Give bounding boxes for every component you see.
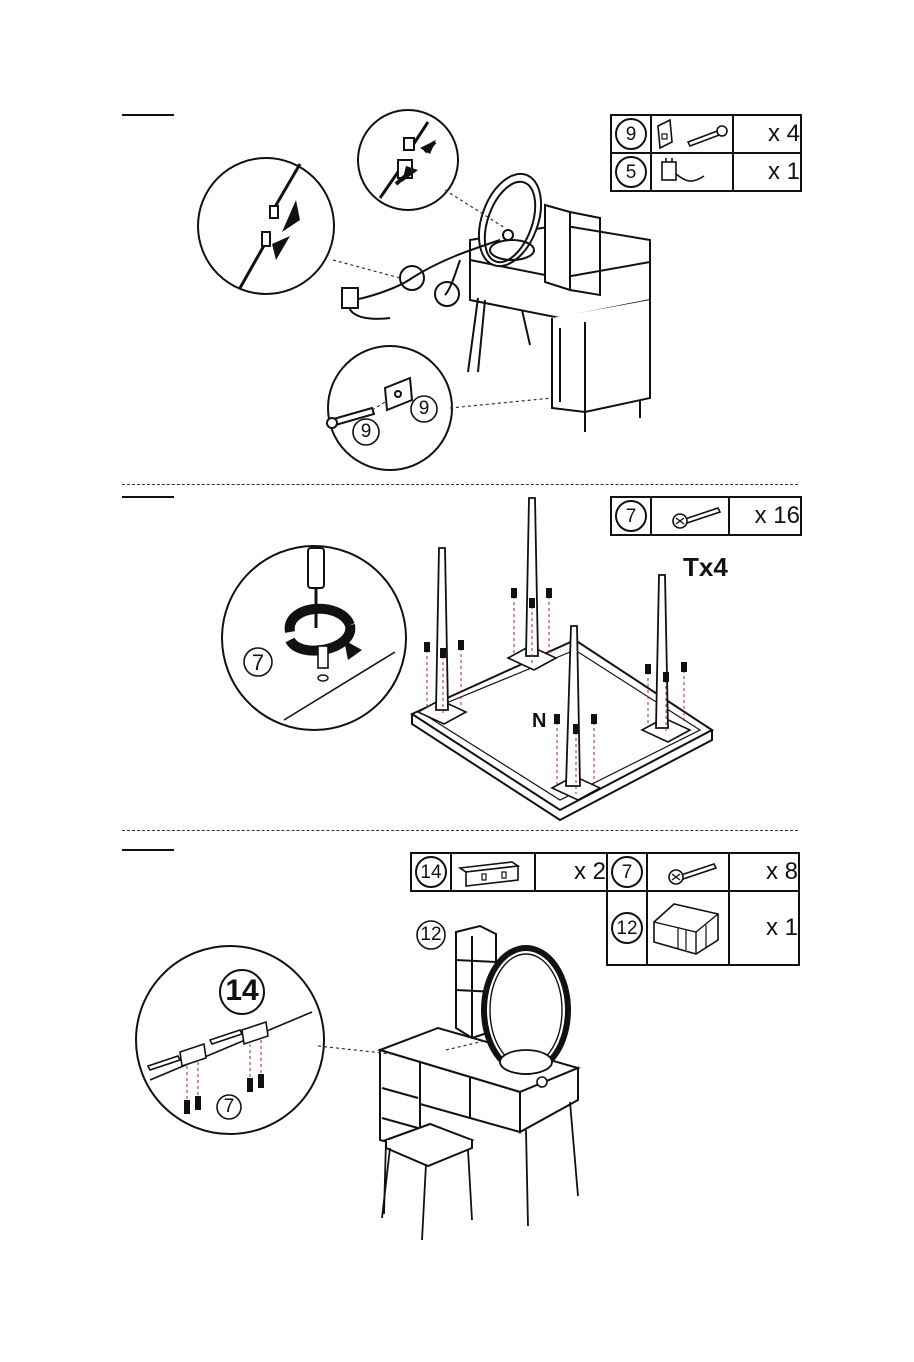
part-quantity: x 16	[729, 497, 801, 535]
part-number-badge: 9	[615, 118, 647, 150]
part-number-badge: 14	[415, 856, 447, 888]
part-quantity: x 8	[729, 853, 799, 891]
step3-screw-parts-table: 7 x 8 12 x 1	[606, 852, 800, 966]
parts-row: 7 x 8	[607, 853, 799, 891]
parts-row: 7 x 16	[611, 497, 801, 535]
parts-row: 14 x 2	[411, 853, 607, 891]
step1-illustration	[0, 0, 914, 480]
screw-icon	[648, 854, 728, 890]
part-number-badge: 12	[611, 912, 643, 944]
callout-screw-label: 9	[357, 421, 375, 443]
part-number-badge: 5	[615, 156, 647, 188]
power-adapter-icon	[652, 154, 732, 190]
parts-row: 12 x 1	[607, 891, 799, 965]
step-divider-1	[122, 484, 798, 485]
angle-bracket-icon	[452, 854, 534, 890]
step2-header-mark	[122, 496, 174, 498]
callout-bracket-label: 9	[415, 398, 433, 420]
shelf-unit-label: 12	[419, 924, 443, 946]
screwdriver-callout-label: 7	[248, 650, 268, 676]
tx4-label: Tx4	[683, 552, 728, 583]
n-label: N	[532, 710, 546, 733]
part-number-badge: 7	[615, 500, 647, 532]
part-quantity: x 1	[733, 153, 801, 191]
part-quantity: x 2	[535, 853, 607, 891]
part-number-badge: 7	[611, 856, 643, 888]
screw-icon	[652, 498, 728, 534]
step3-bracket-parts-table: 14 x 2	[410, 852, 608, 892]
parts-row: 9 x 4	[611, 115, 801, 153]
bracket-screw-icon	[652, 116, 732, 152]
step2-parts-table: 7 x 16	[610, 496, 802, 536]
step-divider-2	[122, 830, 798, 831]
callout-bracket-big-label: 14	[220, 974, 264, 1008]
screwdriver-callout-circle	[222, 546, 406, 730]
parts-row: 5 x 1	[611, 153, 801, 191]
callout-screw-label-step3: 7	[219, 1096, 239, 1118]
step1-parts-table: 9 x 4 5 x 1	[610, 114, 802, 192]
cable-callout-circle	[198, 158, 334, 294]
part-quantity: x 4	[733, 115, 801, 153]
step3-header-mark	[122, 849, 174, 851]
part-quantity: x 1	[729, 891, 799, 965]
shelf-unit-icon	[648, 892, 728, 964]
